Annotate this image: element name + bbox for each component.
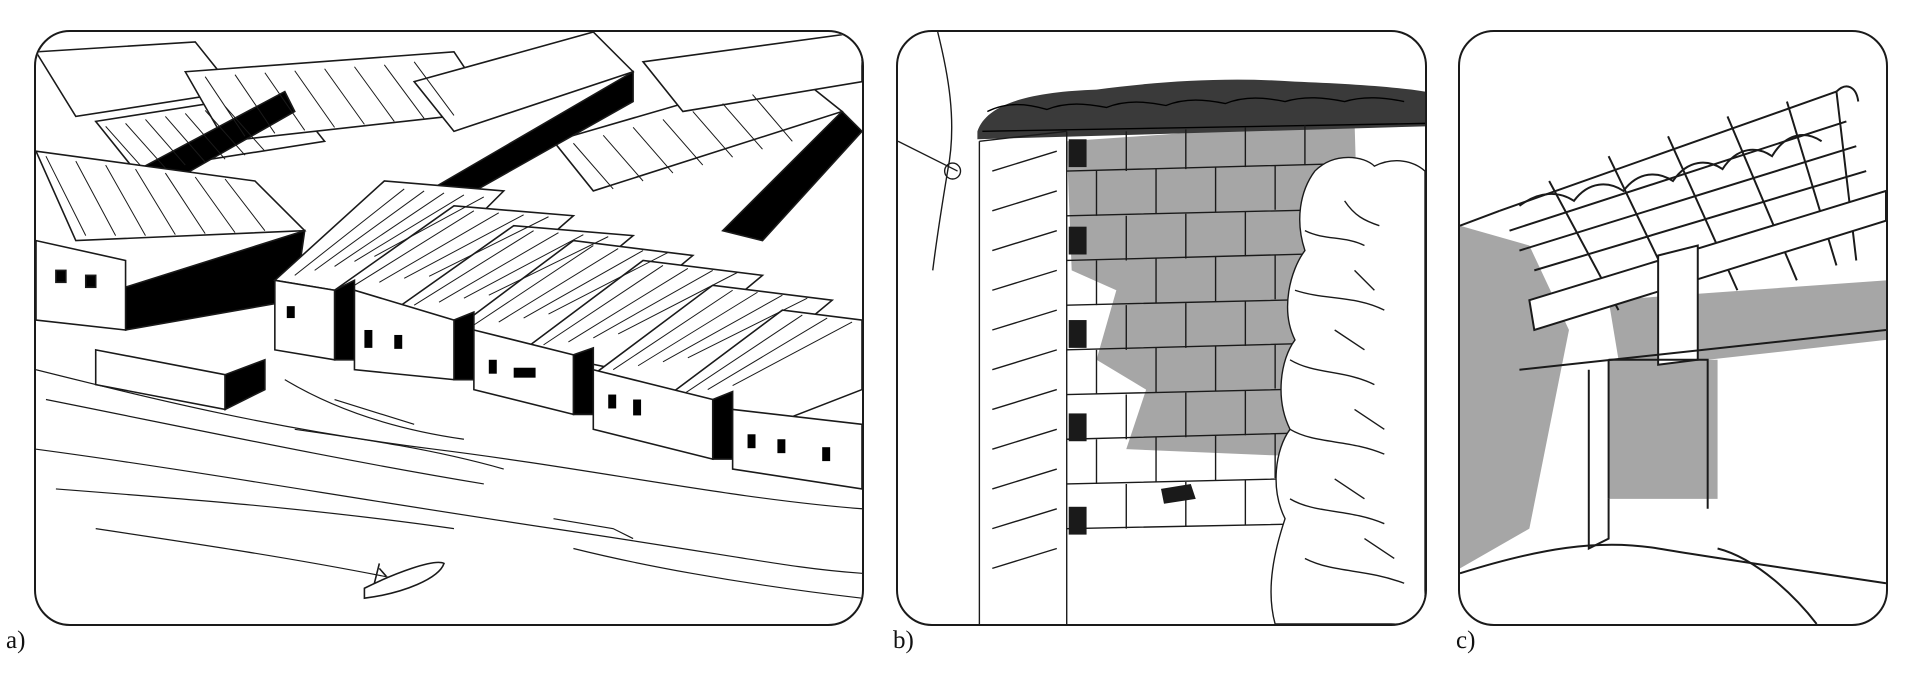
aerial-village-sketch-icon — [36, 32, 862, 600]
panel-c-illustration — [1458, 30, 1888, 626]
panel-c-caption: c) — [1456, 627, 1476, 654]
brick-wall-sketch-icon — [898, 32, 1425, 624]
panel-b-illustration — [896, 30, 1427, 626]
panel-a-illustration — [34, 30, 864, 626]
panel-b-caption: b) — [893, 627, 914, 654]
roof-interior-sketch-icon — [1460, 85, 1886, 624]
panel-a-caption: a) — [6, 627, 26, 654]
